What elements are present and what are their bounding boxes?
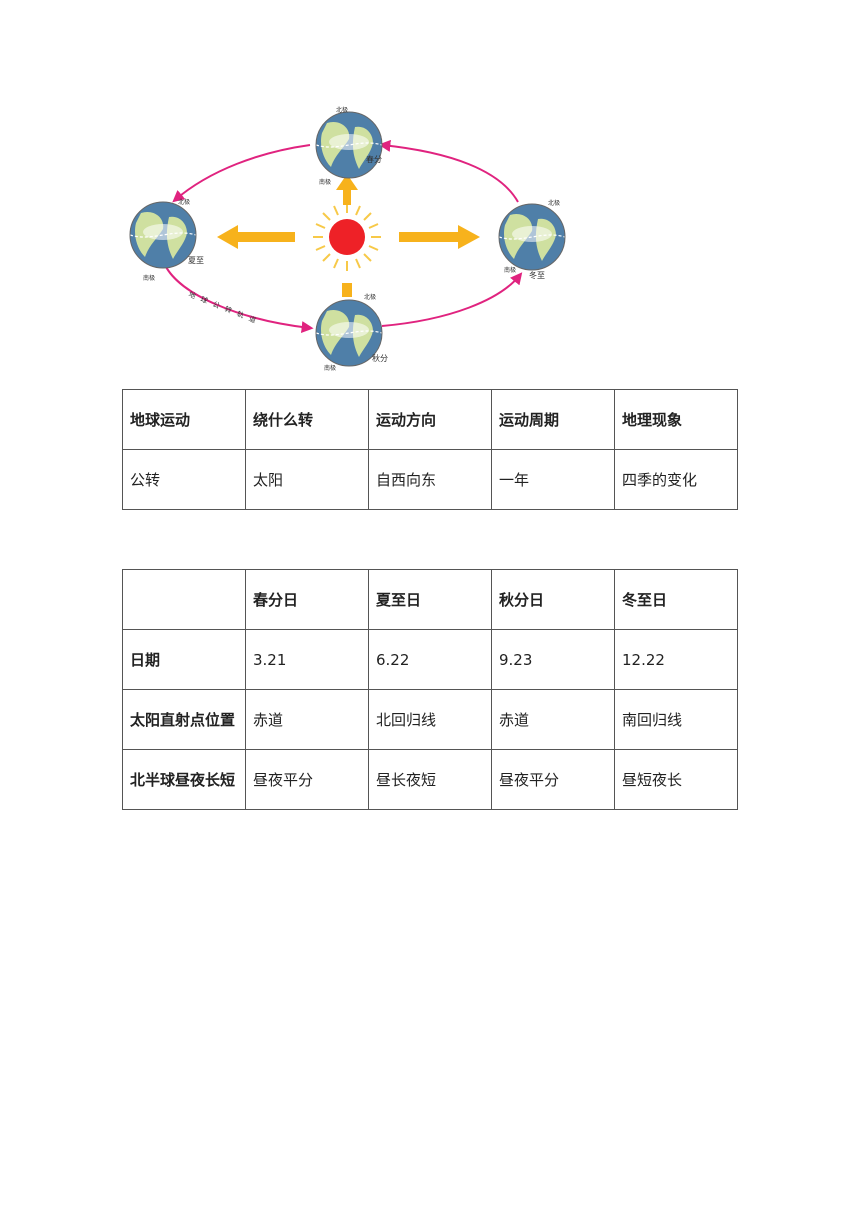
- table-cell: 赤道: [245, 689, 369, 750]
- table-header-cell: 地球运动: [122, 389, 246, 450]
- table-header-row: 地球运动 绕什么转 运动方向 运动周期 地理现象: [122, 389, 738, 450]
- arrow-right-icon: [399, 225, 480, 249]
- row-label: 日期: [122, 629, 246, 690]
- table-row: 公转 太阳 自西向东 一年 四季的变化: [122, 449, 738, 510]
- spring-season-label: 春分: [366, 154, 382, 164]
- table-cell: 昼长夜短: [368, 749, 492, 810]
- autumn-season-label: 秋分: [372, 353, 388, 363]
- globe-summer: 北极 南极 夏至: [129, 198, 204, 282]
- summer-north-label: 北极: [178, 198, 190, 206]
- winter-south-label: 南极: [504, 266, 516, 274]
- globe-winter: 北极 南极 冬至: [498, 199, 566, 280]
- table-row: 太阳直射点位置 赤道 北回归线 赤道 南回归线: [122, 689, 738, 750]
- table-cell: 9.23: [491, 629, 615, 690]
- table-cell: 昼短夜长: [614, 749, 738, 810]
- orbit-label: 地球公转轨道: [187, 290, 263, 328]
- autumn-north-label: 北极: [364, 293, 376, 301]
- spring-south-label: 南极: [319, 178, 331, 186]
- sun-icon: [313, 203, 381, 271]
- table-cell: 赤道: [491, 689, 615, 750]
- row-label: 太阳直射点位置: [122, 689, 246, 750]
- table-row: 北半球昼夜长短 昼夜平分 昼长夜短 昼夜平分 昼短夜长: [122, 749, 738, 810]
- orbit-path: [164, 139, 523, 334]
- table-cell: 自西向东: [368, 449, 492, 510]
- table-cell: 南回归线: [614, 689, 738, 750]
- summer-season-label: 夏至: [188, 256, 204, 265]
- winter-north-label: 北极: [548, 199, 560, 207]
- table-header-cell: [122, 569, 246, 630]
- table-header-cell: 夏至日: [368, 569, 492, 630]
- table-cell: 一年: [491, 449, 615, 510]
- table-row: 日期 3.21 6.22 9.23 12.22: [122, 629, 738, 690]
- table-cell: 四季的变化: [614, 449, 738, 510]
- spring-north-label: 北极: [336, 106, 348, 114]
- table-cell: 昼夜平分: [245, 749, 369, 810]
- table-header-cell: 地理现象: [614, 389, 738, 450]
- table-cell: 6.22: [368, 629, 492, 690]
- row-label: 北半球昼夜长短: [122, 749, 246, 810]
- arrow-left-icon: [217, 225, 295, 249]
- table-header-cell: 运动方向: [368, 389, 492, 450]
- arrow-up-icon: [336, 174, 358, 205]
- table-cell: 12.22: [614, 629, 738, 690]
- globe-spring: 北极 南极 春分: [315, 106, 383, 186]
- table-header-cell: 运动周期: [491, 389, 615, 450]
- arrow-down-icon: [342, 283, 352, 297]
- table-header-row: 春分日 夏至日 秋分日 冬至日: [122, 569, 738, 630]
- table-header-cell: 冬至日: [614, 569, 738, 630]
- summer-south-label: 南极: [143, 274, 155, 282]
- winter-season-label: 冬至: [529, 270, 545, 280]
- table-header-cell: 秋分日: [491, 569, 615, 630]
- table-header-cell: 绕什么转: [245, 389, 369, 450]
- table-cell: 太阳: [245, 449, 369, 510]
- revolution-table: 地球运动 绕什么转 运动方向 运动周期 地理现象 公转 太阳 自西向东 一年 四…: [122, 389, 738, 510]
- table-cell: 昼夜平分: [491, 749, 615, 810]
- earth-revolution-diagram: 北极 南极 春分 北极 南极 夏至 北极 南极 秋分 北极 南极 冬至 地球公转…: [129, 106, 566, 372]
- globe-autumn: 北极 南极 秋分: [315, 293, 388, 372]
- autumn-south-label: 南极: [324, 364, 336, 372]
- table-cell: 3.21: [245, 629, 369, 690]
- table-cell: 北回归线: [368, 689, 492, 750]
- table-cell: 公转: [122, 449, 246, 510]
- solar-terms-table: 春分日 夏至日 秋分日 冬至日 日期 3.21 6.22 9.23 12.22 …: [122, 569, 738, 810]
- table-header-cell: 春分日: [245, 569, 369, 630]
